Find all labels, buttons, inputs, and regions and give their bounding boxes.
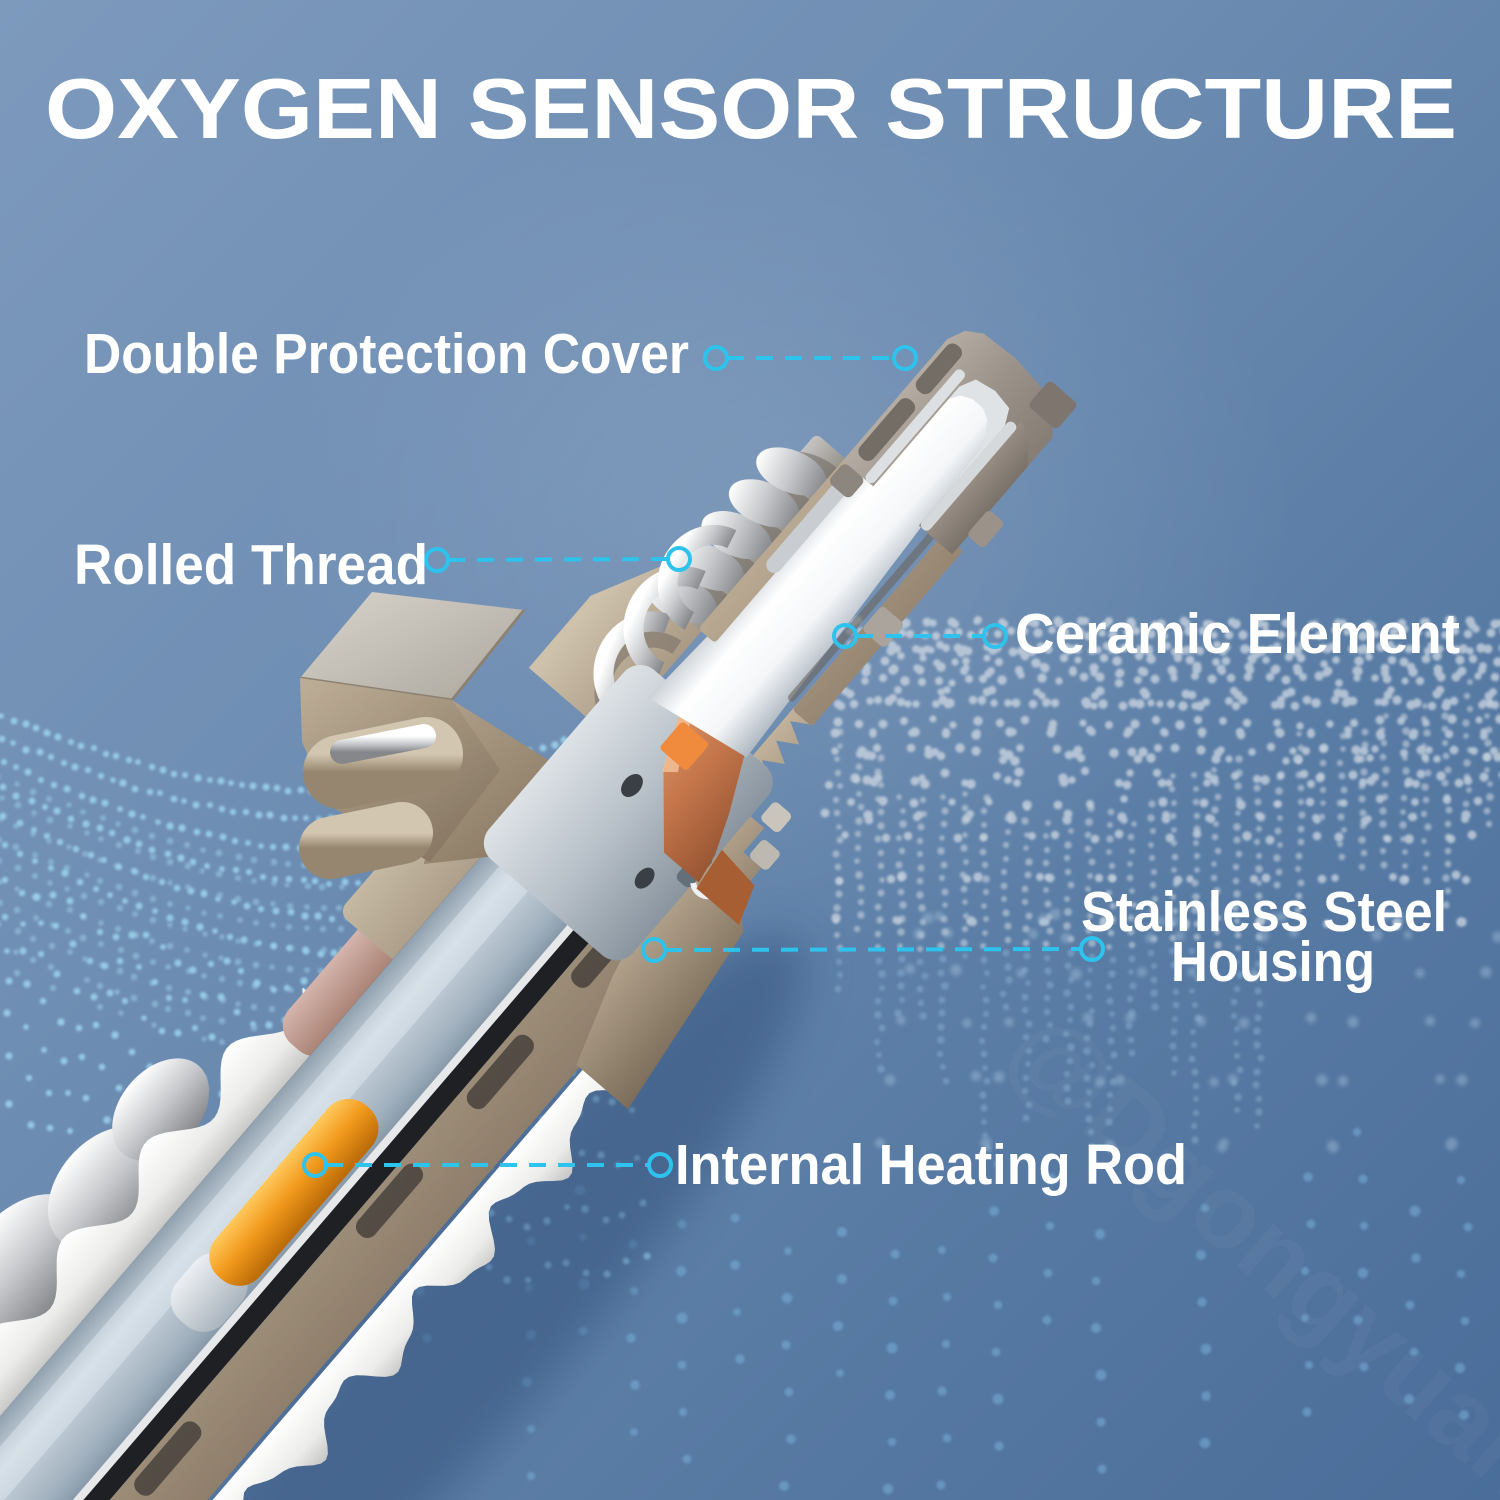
svg-text:Internal Heating Rod: Internal Heating Rod (675, 1133, 1187, 1197)
svg-text:OXYGEN SENSOR STRUCTURE: OXYGEN SENSOR STRUCTURE (45, 62, 1457, 157)
svg-text:Housing: Housing (1171, 930, 1375, 994)
svg-text:Stainless Steel: Stainless Steel (1081, 880, 1447, 944)
svg-text:Rolled Thread: Rolled Thread (74, 533, 428, 597)
svg-text:Double Protection Cover: Double Protection Cover (84, 322, 689, 386)
svg-text:Ceramic Element: Ceramic Element (1015, 602, 1460, 666)
